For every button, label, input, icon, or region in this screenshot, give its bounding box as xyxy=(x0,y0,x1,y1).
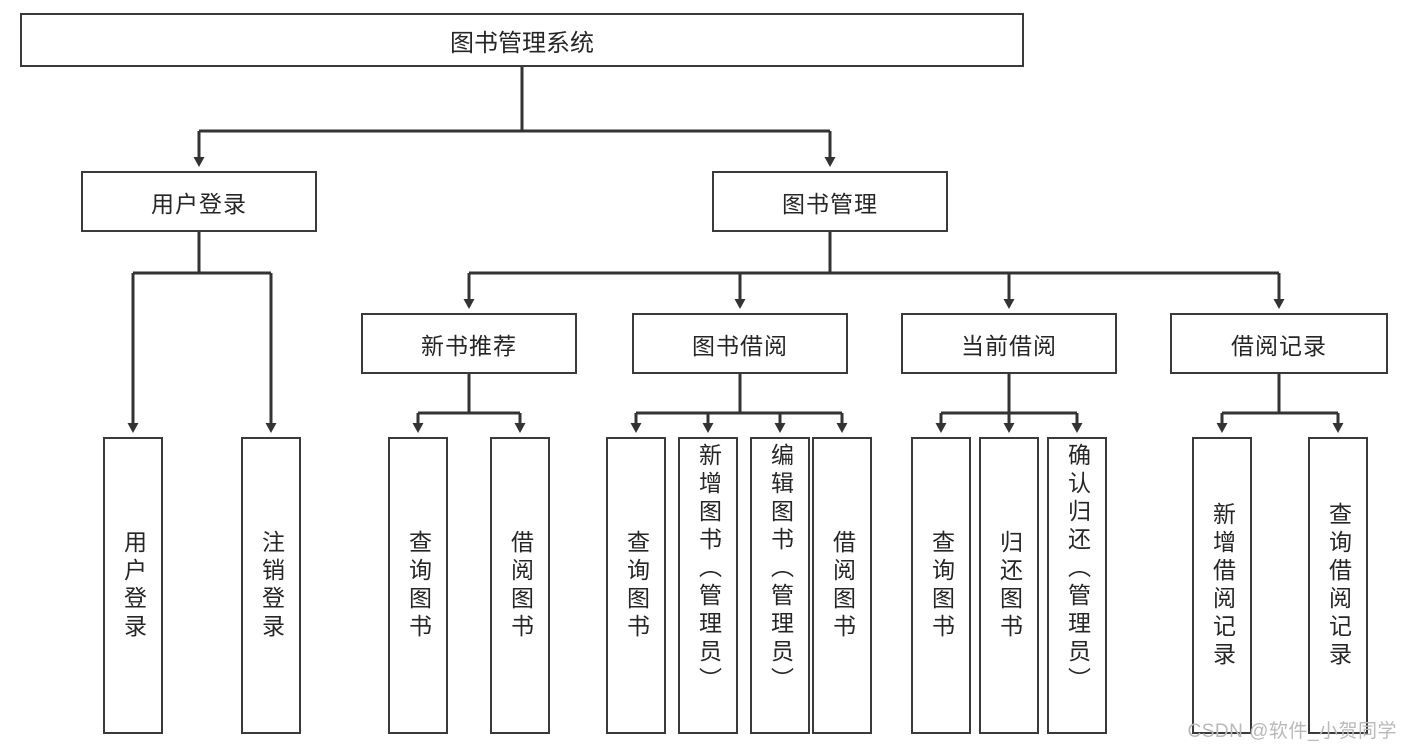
node-leaf-confirm-return[interactable]: 确认归还（管理员） xyxy=(1047,437,1107,734)
node-book-manage[interactable]: 图书管理 xyxy=(712,171,948,232)
node-leaf-logout-label: 注销登录 xyxy=(258,529,285,642)
node-leaf-add-record[interactable]: 新增借阅记录 xyxy=(1192,437,1252,734)
node-book-manage-label: 图书管理 xyxy=(782,190,878,217)
watermark-text: CSDN @软件_小贺同学 xyxy=(1187,721,1397,742)
leaf-content: 查询图书 xyxy=(390,439,446,732)
node-borrow-record-label: 借阅记录 xyxy=(1231,332,1327,359)
node-user-login-label: 用户登录 xyxy=(151,190,247,217)
node-leaf-add-book-label: 新增图书（管理员） xyxy=(695,443,722,695)
node-root-label: 图书管理系统 xyxy=(450,29,594,57)
node-leaf-query-book-3[interactable]: 查询图书 xyxy=(911,437,971,734)
node-leaf-add-record-label: 新增借阅记录 xyxy=(1209,501,1236,670)
node-leaf-borrow-book-1-label: 借阅图书 xyxy=(507,529,534,642)
node-leaf-query-book-2-label: 查询图书 xyxy=(623,529,650,642)
leaf-content: 查询图书 xyxy=(913,439,969,732)
node-leaf-user-login-label: 用户登录 xyxy=(120,529,147,642)
node-leaf-query-book-3-label: 查询图书 xyxy=(928,529,955,642)
node-new-book-rec-label: 新书推荐 xyxy=(421,332,517,359)
node-leaf-borrow-book-2-label: 借阅图书 xyxy=(829,529,856,642)
node-leaf-borrow-book-1[interactable]: 借阅图书 xyxy=(490,437,550,734)
node-leaf-add-book[interactable]: 新增图书（管理员） xyxy=(678,437,738,734)
leaf-content: 新增借阅记录 xyxy=(1194,439,1250,732)
leaf-content: 编辑图书（管理员） xyxy=(752,439,808,732)
node-root[interactable]: 图书管理系统 xyxy=(20,13,1024,67)
node-leaf-query-record[interactable]: 查询借阅记录 xyxy=(1308,437,1368,734)
node-borrow-record[interactable]: 借阅记录 xyxy=(1170,313,1388,374)
leaf-content: 用户登录 xyxy=(105,439,161,732)
node-book-borrow[interactable]: 图书借阅 xyxy=(632,313,848,374)
leaf-content: 确认归还（管理员） xyxy=(1049,439,1105,732)
leaf-content: 借阅图书 xyxy=(492,439,548,732)
node-leaf-edit-book-label: 编辑图书（管理员） xyxy=(767,443,794,695)
node-leaf-confirm-return-label: 确认归还（管理员） xyxy=(1064,443,1091,695)
node-leaf-user-login[interactable]: 用户登录 xyxy=(103,437,163,734)
node-current-borrow[interactable]: 当前借阅 xyxy=(901,313,1117,374)
leaf-content: 注销登录 xyxy=(243,439,299,732)
leaf-content: 新增图书（管理员） xyxy=(680,439,736,732)
node-leaf-borrow-book-2[interactable]: 借阅图书 xyxy=(812,437,872,734)
node-current-borrow-label: 当前借阅 xyxy=(961,332,1057,359)
node-leaf-return-book[interactable]: 归还图书 xyxy=(979,437,1039,734)
node-user-login[interactable]: 用户登录 xyxy=(81,171,317,232)
leaf-content: 借阅图书 xyxy=(814,439,870,732)
node-leaf-edit-book[interactable]: 编辑图书（管理员） xyxy=(750,437,810,734)
node-leaf-query-book-1[interactable]: 查询图书 xyxy=(388,437,448,734)
node-leaf-query-book-2[interactable]: 查询图书 xyxy=(606,437,666,734)
node-book-borrow-label: 图书借阅 xyxy=(692,332,788,359)
leaf-content: 查询借阅记录 xyxy=(1310,439,1366,732)
leaf-content: 查询图书 xyxy=(608,439,664,732)
node-new-book-rec[interactable]: 新书推荐 xyxy=(361,313,577,374)
node-leaf-return-book-label: 归还图书 xyxy=(996,529,1023,642)
node-leaf-query-book-1-label: 查询图书 xyxy=(405,529,432,642)
leaf-content: 归还图书 xyxy=(981,439,1037,732)
node-leaf-logout[interactable]: 注销登录 xyxy=(241,437,301,734)
node-leaf-query-record-label: 查询借阅记录 xyxy=(1325,501,1352,670)
